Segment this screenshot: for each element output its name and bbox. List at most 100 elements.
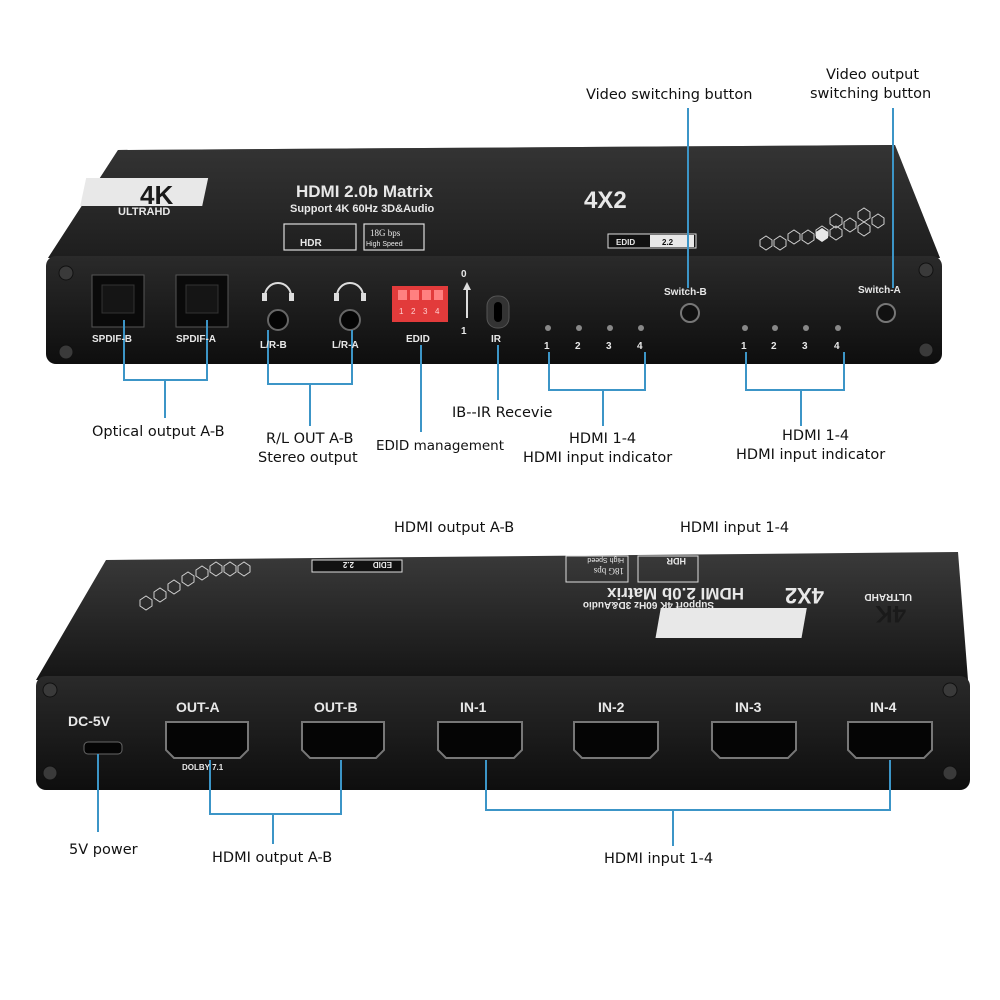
switch-a-button[interactable]	[876, 303, 896, 323]
edid-label: EDID	[406, 334, 430, 345]
edid-version-text: 2.2	[662, 238, 674, 247]
lr-a-label: L/R-A	[332, 340, 359, 351]
callout-video-switching: Video switching button	[586, 87, 753, 103]
callout-hdmi-output-top: HDMI output A-B	[394, 520, 515, 536]
honeycomb-pattern	[139, 561, 251, 611]
callout-hdmi-indicator-b-line2: HDMI input indicator	[523, 450, 673, 466]
headphone-icon	[336, 282, 364, 297]
indicator-b-3	[607, 325, 613, 331]
indicator-a-label-4: 4	[834, 341, 840, 352]
screw-icon	[942, 765, 958, 781]
indicator-b-1	[545, 325, 551, 331]
in-1-label: IN-1	[460, 699, 487, 715]
lr-b-label: L/R-B	[260, 340, 287, 351]
dip-bottom-label: 1	[461, 326, 467, 337]
out-b-label: OUT-B	[314, 699, 358, 715]
bandwidth-badge	[363, 223, 425, 251]
in-2-label: IN-2	[598, 699, 625, 715]
dolby-label: DOLBY 7.1	[182, 763, 224, 772]
callout-ir-receive: IB--IR Recevie	[452, 405, 553, 421]
screw-icon	[942, 682, 958, 698]
edid-badge-text: EDID	[616, 238, 635, 247]
ir-label: IR	[491, 334, 502, 345]
callout-rl-out-line1: R/L OUT A-B	[266, 431, 354, 447]
indicator-a-label-3: 3	[802, 341, 808, 352]
device-subtitle: Support 4K 60Hz 3D&Audio	[290, 203, 435, 215]
indicator-b-label-1: 1	[544, 341, 550, 352]
dip-number-3: 3	[423, 307, 428, 316]
indicator-b-label-2: 2	[575, 341, 581, 352]
device-title: HDMI 2.0b Matrix	[296, 182, 434, 201]
screw-icon	[58, 265, 74, 281]
indicator-b-4	[638, 325, 644, 331]
callout-hdmi-input-bottom: HDMI input 1-4	[604, 851, 714, 867]
honeycomb-pattern	[759, 207, 885, 251]
callout-video-output-line1: Video output	[826, 67, 920, 83]
indicator-b-label-3: 3	[606, 341, 612, 352]
switch-b-label: Switch-B	[664, 287, 707, 298]
callout-video-output-line2: switching button	[810, 86, 932, 102]
indicator-b-label-4: 4	[637, 341, 643, 352]
hdr-badge-text: HDR	[300, 238, 322, 249]
brand-badge-4k	[80, 178, 209, 206]
bandwidth-badge	[565, 555, 629, 583]
dc-5v-label: DC-5V	[68, 713, 111, 729]
indicator-b-2	[576, 325, 582, 331]
indicator-a-1	[742, 325, 748, 331]
dip-number-4: 4	[435, 307, 440, 316]
device-subtitle-flipped: Support 4K 60Hz 3D&Audio	[583, 599, 714, 610]
indicator-a-label-2: 2	[771, 341, 777, 352]
dc-5v-port	[83, 741, 123, 755]
dip-number-2: 2	[411, 307, 416, 316]
indicator-a-2	[772, 325, 778, 331]
bottom-device-lid	[36, 552, 968, 680]
device-title-flipped: HDMI 2.0b Matrix	[606, 584, 744, 603]
lr-b-jack	[267, 309, 289, 331]
dip-top-label: 0	[461, 269, 467, 280]
brand-badge-text: 4K	[140, 180, 173, 210]
edid-badge-text-flipped: EDID	[373, 560, 392, 569]
out-a-label: OUT-A	[176, 699, 220, 715]
callout-hdmi-indicator-b-line1: HDMI 1-4	[569, 431, 637, 447]
switch-b-button[interactable]	[680, 303, 700, 323]
speed-text: High Speed	[366, 241, 403, 248]
device-model-flipped: 4X2	[785, 583, 824, 608]
hdr-badge	[637, 555, 699, 583]
callout-5v-power: 5V power	[69, 842, 138, 858]
screw-icon	[42, 682, 58, 698]
in-4-label: IN-4	[870, 699, 897, 715]
headphone-icon	[264, 282, 292, 297]
screw-icon	[918, 262, 934, 278]
hdmi-in-2-port	[573, 721, 659, 759]
brand-sub-text: ULTRAHD	[118, 206, 170, 218]
hdmi-out-a-port	[165, 721, 249, 759]
switch-a-label: Switch-A	[858, 285, 901, 296]
callout-hdmi-indicator-a-line1: HDMI 1-4	[782, 428, 850, 444]
hdmi-out-b-port	[301, 721, 385, 759]
spdif-b-label: SPDIF-B	[92, 334, 132, 345]
screw-icon	[58, 344, 74, 360]
speed-text-flipped: High Speed	[587, 556, 624, 563]
lr-a-jack	[339, 309, 361, 331]
indicator-a-4	[835, 325, 841, 331]
callout-hdmi-input-top: HDMI input 1-4	[680, 520, 790, 536]
indicator-a-label-1: 1	[741, 341, 747, 352]
brand-sub-text-flipped: ULTRAHD	[864, 591, 912, 602]
in-3-label: IN-3	[735, 699, 762, 715]
callout-hdmi-output-bottom: HDMI output A-B	[212, 850, 333, 866]
device-model: 4X2	[584, 187, 627, 214]
brand-badge-text-flipped: 4K	[875, 600, 906, 627]
callout-edid-management: EDID management	[376, 438, 505, 454]
hdr-badge-text-flipped: HDR	[666, 556, 686, 566]
dip-number-1: 1	[399, 307, 404, 316]
bandwidth-text: 18G bps	[370, 228, 401, 238]
spdif-a-label: SPDIF-A	[176, 334, 216, 345]
callout-lines	[97, 108, 894, 846]
hdmi-in-1-port	[437, 721, 523, 759]
screw-icon	[918, 342, 934, 358]
indicator-a-3	[803, 325, 809, 331]
callout-rl-out-line2: Stereo output	[258, 450, 358, 466]
brand-badge-4k	[655, 608, 807, 638]
hdmi-in-4-port	[847, 721, 933, 759]
